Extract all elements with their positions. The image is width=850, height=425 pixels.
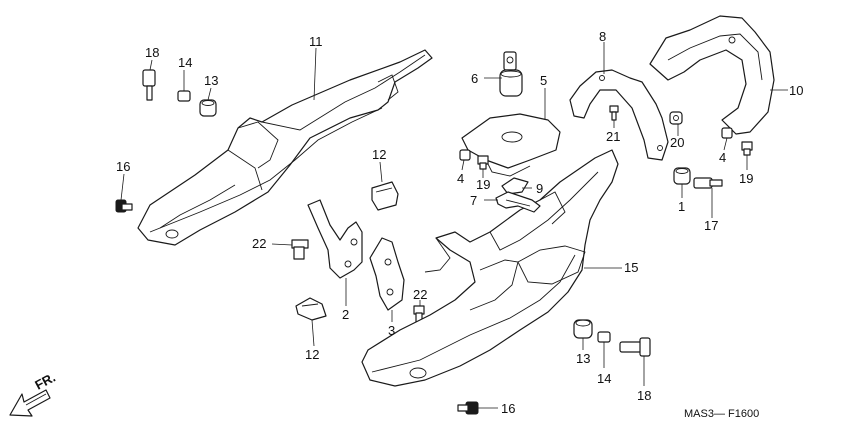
callout-19: 19 (739, 171, 753, 186)
part-3-bracket (369, 237, 405, 311)
part-5-seat-lock (461, 113, 561, 177)
callout-5: 5 (540, 73, 547, 88)
front-direction-label: FR. (32, 370, 58, 393)
part-14-collar-lower (597, 331, 611, 343)
callout-11: 11 (309, 34, 323, 49)
part-22-screw-left (291, 239, 309, 260)
part-17-bolt (693, 177, 723, 189)
callout-7: 7 (470, 193, 477, 208)
callout-18: 18 (637, 388, 651, 403)
callout-4: 4 (719, 150, 726, 165)
part-16-screw-upper (115, 199, 133, 213)
part-21-screw (609, 105, 619, 121)
callout-22: 22 (413, 287, 427, 302)
part-8-stay (569, 69, 669, 161)
part-11-left-rail (137, 49, 433, 246)
part-2-bracket (307, 199, 363, 279)
callout-14: 14 (597, 371, 611, 386)
part-13-grommet-lower (573, 319, 593, 339)
callout-16: 16 (501, 401, 515, 416)
callout-9: 9 (536, 181, 543, 196)
callout-12: 12 (305, 347, 319, 362)
callout-14: 14 (178, 55, 192, 70)
callout-1: 1 (678, 199, 685, 214)
leader-lines (120, 42, 788, 409)
part-12-clip-lower (295, 297, 327, 321)
callout-22: 22 (252, 236, 266, 251)
front-direction-arrow: FR. (9, 370, 58, 417)
part-6-key-cylinder (499, 51, 523, 97)
part-19-screw-right (741, 141, 753, 156)
part-7-spring-latch (495, 191, 541, 213)
callout-15: 15 (624, 260, 638, 275)
callout-10: 10 (789, 83, 803, 98)
part-16-screw-lower (457, 401, 479, 415)
callout-20: 20 (670, 135, 684, 150)
part-1-grommet (673, 167, 691, 185)
part-20-nut (669, 111, 683, 125)
callout-3: 3 (388, 323, 395, 338)
callout-13: 13 (576, 351, 590, 366)
callout-21: 21 (606, 129, 620, 144)
part-18-bolt-upper (142, 69, 156, 101)
callout-18: 18 (145, 45, 159, 60)
callout-13: 13 (204, 73, 218, 88)
part-18-bolt-lower (619, 337, 651, 357)
part-13-grommet-upper (199, 99, 217, 117)
callout-19: 19 (476, 177, 490, 192)
part-10-grab-rail (649, 15, 775, 135)
callout-17: 17 (704, 218, 718, 233)
callout-16: 16 (116, 159, 130, 174)
callout-labels: 18 14 13 11 16 12 22 2 12 3 22 6 5 8 10 … (116, 29, 803, 416)
callout-12: 12 (372, 147, 386, 162)
callout-6: 6 (471, 71, 478, 86)
figure-code: MAS3— F1600 (684, 408, 759, 420)
part-4-clip-right (721, 127, 733, 139)
part-9-latch-plate (501, 177, 529, 195)
callout-2: 2 (342, 307, 349, 322)
part-15-right-rail (361, 149, 619, 387)
callout-8: 8 (599, 29, 606, 44)
part-12-clip-middle (371, 181, 399, 211)
callout-4: 4 (457, 171, 464, 186)
part-4-clip-left (459, 149, 471, 161)
part-14-collar-upper (177, 90, 191, 102)
part-19-screw-left (477, 155, 489, 170)
